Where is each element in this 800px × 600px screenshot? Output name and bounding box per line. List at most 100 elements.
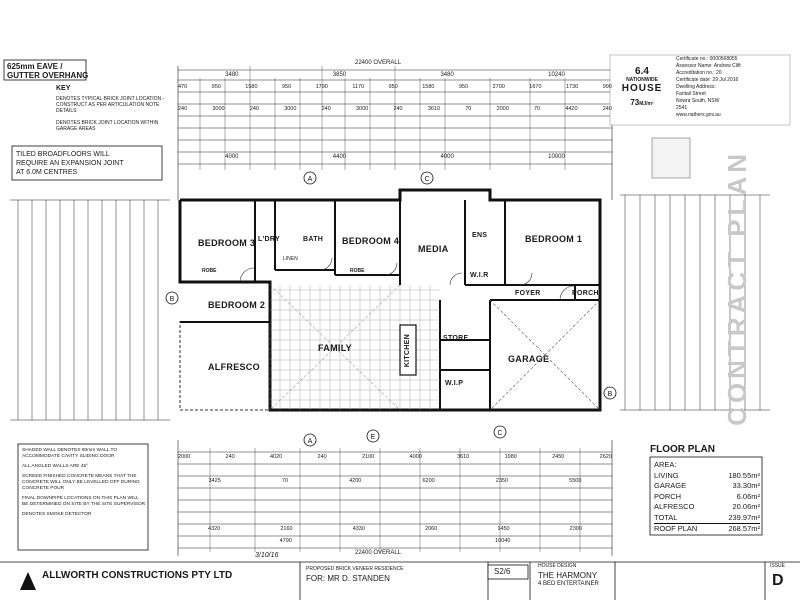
bottom-dim-ticks	[209, 448, 581, 552]
tile-note: TILED BROADFLOORS WILL REQUIRE AN EXPANS…	[16, 150, 124, 177]
top-dim-row-3: 240 3000 240 3000 240 3000 240 3610 70 2…	[178, 106, 612, 112]
dim-value: 2350	[495, 478, 509, 484]
cert-row: Assessor Name: Andrew Clift	[676, 63, 788, 70]
dim-value: 2060	[425, 526, 438, 532]
note-item: ALL ANGLED WALLS ARE 45°	[22, 464, 89, 469]
room-ensuite: ENS	[472, 232, 488, 239]
area-row-value: 180.55m²	[728, 470, 760, 480]
svg-text:B: B	[608, 391, 613, 398]
dim-value: 10000	[548, 154, 565, 160]
top-dim-ticks	[199, 66, 566, 170]
dim-value: 3610	[427, 106, 441, 112]
dim-value: 4420	[565, 106, 578, 112]
house-design-label: HOUSE DESIGN	[538, 563, 577, 569]
area-row: ALFRESCO 20.06m²	[654, 502, 760, 513]
top-dim-row-2: 470 950 1580 950 1790 1170 950 1580 950 …	[178, 84, 612, 90]
signature-date: 3/10/16	[255, 552, 279, 559]
floor-plan-title: FLOOR PLAN	[650, 444, 715, 455]
room-alfresco: ALFRESCO	[208, 362, 260, 372]
energy-value: 73MJ/m²	[630, 98, 654, 107]
area-row-label: ALFRESCO	[654, 502, 695, 511]
dim-value: 3425	[208, 478, 221, 484]
dim-value: 1670	[529, 84, 542, 90]
label: Certificate date:	[676, 77, 712, 83]
dim-value: 3480	[440, 72, 454, 78]
issue-label: ISSUE	[770, 563, 786, 569]
dim-value: 2100	[362, 454, 375, 460]
svg-text:A: A	[308, 438, 313, 445]
room-family: FAMILY	[318, 343, 352, 353]
cert-row: Accreditation no.: 20	[676, 70, 788, 77]
dim-value: 470	[178, 84, 188, 90]
room-media: MEDIA	[418, 244, 449, 254]
left-dimension-lines	[10, 199, 170, 421]
client-name: FOR: MR D. STANDEN	[306, 574, 390, 583]
dim-value: 70	[465, 106, 472, 112]
dim-value: 6200	[422, 478, 435, 484]
dim-value: 1580	[422, 84, 435, 90]
title-block-lines	[0, 561, 800, 600]
area-row-value: 33.30m²	[732, 481, 760, 490]
room-bedroom-1: BEDROOM 1	[525, 234, 583, 244]
area-row-value: 239.97m²	[728, 512, 760, 522]
dim-value: 1730	[566, 84, 579, 90]
dim-value: 1170	[352, 84, 365, 90]
note-item: SHADED WALL DENOTES 90mm WALL TO ACCOMMO…	[22, 448, 118, 459]
eave-note: 625mm EAVE / GUTTER OVERHANG	[7, 62, 88, 80]
area-row: GARAGE 33.30m²	[654, 481, 760, 492]
cert-row: Certificate no.: 0000568055	[676, 56, 788, 63]
dim-value: 1450	[497, 526, 510, 532]
dim-value: 2160	[280, 526, 293, 532]
key-title: KEY	[56, 85, 71, 92]
area-row-value: 20.06m²	[732, 502, 760, 511]
value: 29 Jul 2016	[712, 77, 739, 83]
right-dimension-lines	[620, 194, 770, 411]
dim-value: 240	[225, 454, 235, 460]
notes-box-frame	[17, 443, 149, 551]
dim-value: 3000	[284, 106, 297, 112]
dim-value: 3850	[332, 72, 347, 78]
eave-line-1: 625mm EAVE /	[7, 62, 63, 71]
area-row-value: 6.06m²	[736, 491, 760, 501]
postcode: 2541	[676, 105, 688, 111]
dim-value: 240	[602, 106, 612, 112]
sheet-box	[487, 564, 529, 580]
address-line: Nowra South, NSW	[676, 98, 720, 104]
company-name: ALLWORTH CONSTRUCTIONS PTY LTD	[42, 570, 233, 581]
svg-text:C: C	[424, 176, 429, 183]
tile-note-line: TILED BROADFLOORS WILL	[16, 151, 110, 158]
dim-value: 4000	[409, 454, 422, 460]
dim-value: 240	[178, 106, 188, 112]
kitchen-bench	[399, 324, 417, 376]
svg-text:C: C	[497, 430, 502, 437]
dim-value: 240	[321, 106, 331, 112]
dim-value: 4320	[208, 526, 221, 532]
company-logo	[20, 572, 36, 590]
top-overall-dim: 22400 OVERALL	[355, 60, 402, 66]
family-diagonals	[269, 284, 401, 411]
dim-value: 3610	[457, 454, 470, 460]
room-foyer: FOYER	[515, 290, 541, 297]
dim-value: 950	[388, 84, 398, 90]
top-dim-row-4: 4000 4400 4000 10000	[178, 154, 612, 160]
dim-value: 240	[393, 106, 403, 112]
value: 0000568055	[709, 56, 738, 62]
dim-value: 990	[602, 84, 612, 90]
room-linen: LINEN	[283, 256, 298, 262]
dim-value: 10240	[548, 72, 565, 78]
dim-value: 1580	[245, 84, 258, 90]
dim-value: 950	[211, 84, 221, 90]
notes-list: SHADED WALL DENOTES 90mm WALL TO ACCOMMO…	[22, 448, 146, 518]
label: Accreditation no.:	[676, 70, 715, 76]
dim-value: 70	[281, 478, 289, 484]
area-row-label: GARAGE	[654, 481, 687, 490]
value: 20	[716, 70, 722, 76]
bottom-dimension-lines	[177, 440, 613, 556]
certificate-frame	[609, 54, 791, 126]
room-robe: ROBE	[202, 268, 217, 274]
key-item: DENOTES BRICK JOINT LOCATION WITHIN GARA…	[56, 120, 159, 132]
house-design-name: THE HARMONY	[538, 571, 598, 580]
